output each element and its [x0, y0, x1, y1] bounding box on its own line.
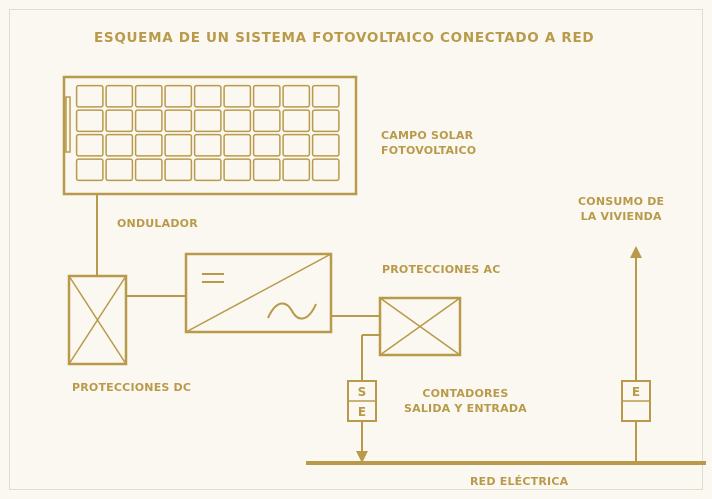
- panel-cell: [252, 109, 281, 133]
- panel-cell: [282, 158, 311, 182]
- panel-cell: [75, 84, 104, 108]
- panel-bar: [65, 96, 71, 153]
- panel-cell: [134, 109, 163, 133]
- panel-cell: [282, 84, 311, 108]
- panel-cell: [164, 133, 193, 157]
- panel-cell: [282, 109, 311, 133]
- ac-protection-box: [378, 296, 462, 357]
- panel-cell: [223, 84, 252, 108]
- panel-cell: [193, 133, 222, 157]
- panel-cell: [223, 109, 252, 133]
- inverter-box: [184, 252, 333, 334]
- consumption-label-line1: CONSUMO DE: [578, 195, 665, 208]
- panel-cells: [75, 84, 340, 182]
- meters-label-line1: CONTADORES: [422, 387, 509, 400]
- panel-cell: [164, 84, 193, 108]
- panel-cell: [75, 158, 104, 182]
- panel-cell: [311, 158, 340, 182]
- panel-cell: [75, 133, 104, 157]
- panel-cell: [134, 133, 163, 157]
- diagram-border: [9, 9, 703, 490]
- panel-cell: [282, 133, 311, 157]
- grid-label: RED ELÉCTRICA: [470, 475, 569, 488]
- panel-cell: [223, 158, 252, 182]
- inverter-label: ONDULADOR: [117, 217, 198, 230]
- panel-cell: [164, 158, 193, 182]
- panel-cell: [223, 133, 252, 157]
- solar-field-label: CAMPO SOLAR FOTOVOLTAICO: [381, 128, 476, 158]
- solar-field-label-line2: FOTOVOLTAICO: [381, 144, 477, 157]
- panel-cell: [134, 158, 163, 182]
- panel-cell: [252, 158, 281, 182]
- panel-cell: [311, 109, 340, 133]
- ac-symbol: [267, 302, 317, 320]
- meter-letter-e: E: [358, 405, 366, 419]
- panel-cell: [193, 84, 222, 108]
- dc-protection-box: [67, 274, 128, 366]
- solar-panel: [62, 75, 358, 196]
- meter-letter-s: S: [358, 385, 367, 399]
- solar-field-label-line1: CAMPO SOLAR: [381, 129, 474, 142]
- panel-cell: [105, 109, 134, 133]
- panel-cell: [193, 109, 222, 133]
- panel-cell: [164, 109, 193, 133]
- consumption-label: CONSUMO DE LA VIVIENDA: [578, 194, 664, 224]
- ac-protections-label: PROTECCIONES AC: [382, 263, 501, 276]
- panel-cell: [252, 133, 281, 157]
- meters-label: CONTADORES SALIDA Y ENTRADA: [404, 386, 527, 416]
- panel-cell: [105, 133, 134, 157]
- consumption-label-line2: LA VIVIENDA: [580, 210, 662, 223]
- diagram-title: ESQUEMA DE UN SISTEMA FOTOVOLTAICO CONEC…: [94, 30, 595, 46]
- panel-cell: [252, 84, 281, 108]
- dc-protections-label: PROTECCIONES DC: [72, 381, 192, 394]
- meter-letter-consumption-e: E: [632, 385, 640, 399]
- panel-cell: [193, 158, 222, 182]
- panel-cell: [311, 84, 340, 108]
- panel-cell: [311, 133, 340, 157]
- panel-cell: [134, 84, 163, 108]
- meters-label-line2: SALIDA Y ENTRADA: [404, 402, 527, 415]
- panel-cell: [105, 158, 134, 182]
- panel-cell: [105, 84, 134, 108]
- panel-cell: [75, 109, 104, 133]
